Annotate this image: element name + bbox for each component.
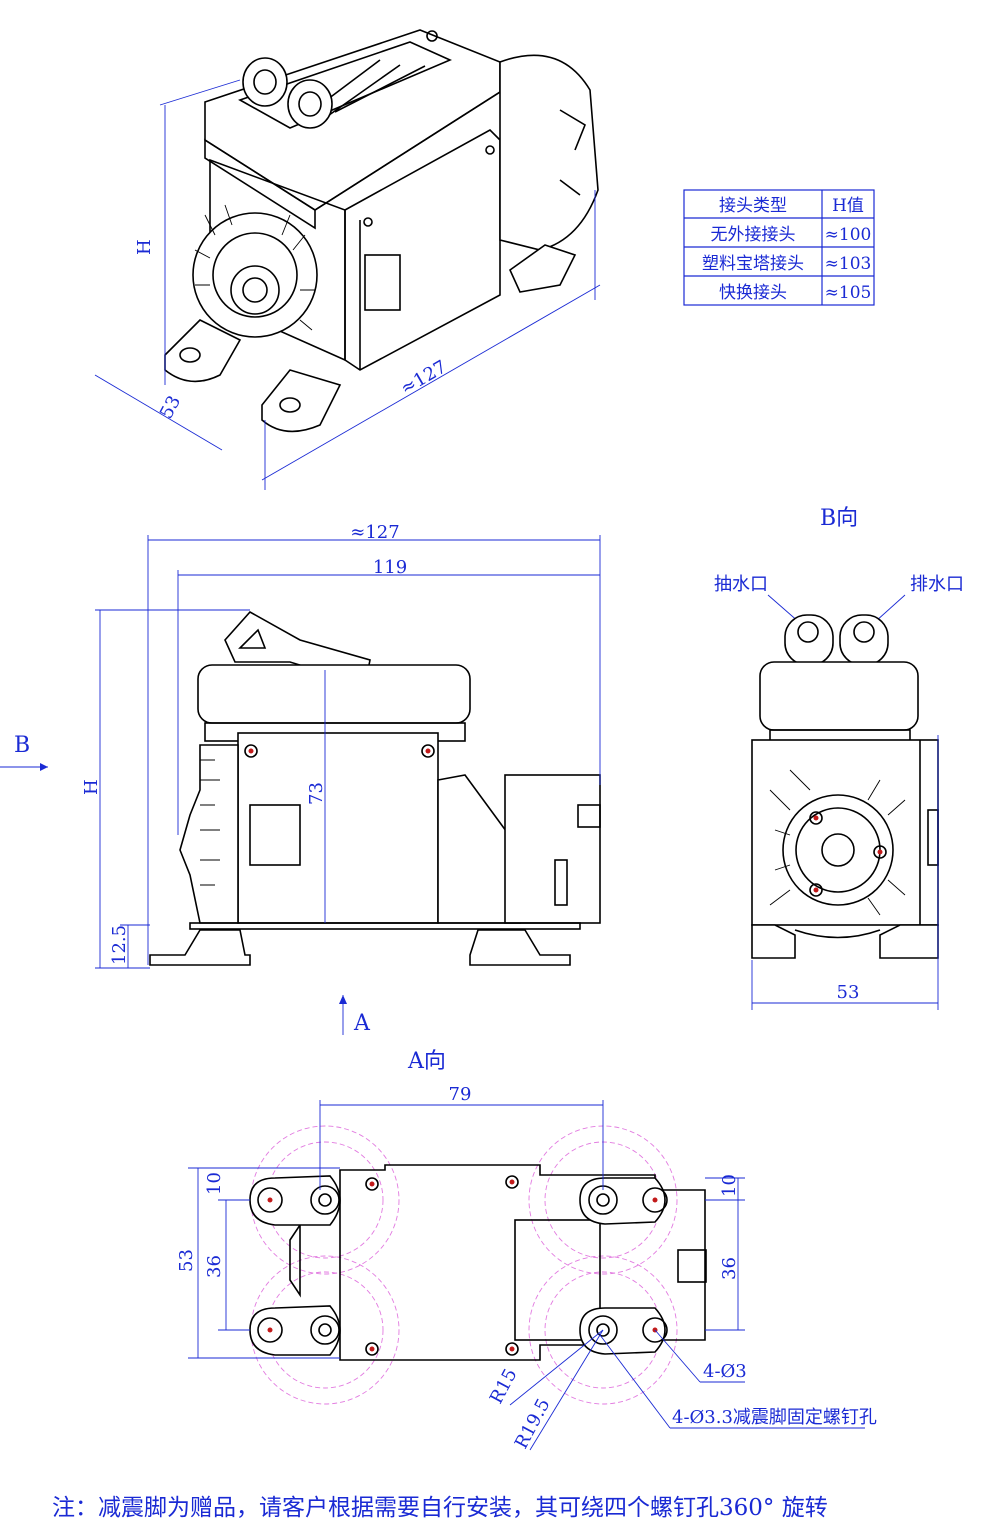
table-cell: ≈100 xyxy=(825,225,872,245)
table-cell: ≈105 xyxy=(825,283,872,303)
table-cell: 无外接接头 xyxy=(711,225,796,245)
b-view-width: 53 xyxy=(837,982,860,1003)
isometric-view: H 53 ≈127 xyxy=(94,29,601,490)
b-view-title: B向 xyxy=(820,506,858,531)
side-foot-height: 12.5 xyxy=(109,925,130,965)
connector-table: 接头类型 H值 无外接接头 ≈100 塑料宝塔接头 ≈103 快换接头 ≈105 xyxy=(683,189,875,306)
table-cell: 快换接头 xyxy=(719,283,787,303)
side-body-length: 119 xyxy=(373,557,407,578)
side-overall-length: ≈127 xyxy=(350,522,399,543)
a-view-left-pitch: 36 xyxy=(204,1255,225,1278)
iso-height-label: H xyxy=(134,239,155,255)
suction-port-label: 抽水口 xyxy=(714,574,768,595)
side-height-label: H xyxy=(81,779,102,795)
table-header-h: H值 xyxy=(832,196,864,216)
a-view-hole-label: 4-Ø3 xyxy=(703,1361,747,1382)
a-view-overall-width: 53 xyxy=(176,1249,197,1272)
footer-note: 注：减震脚为赠品，请客户根据需要自行安装，其可绕四个螺钉孔360° 旋转 xyxy=(52,1495,828,1521)
a-view-foot-hole-label: 4-Ø3.3减震脚固定螺钉孔 xyxy=(672,1407,877,1428)
table-cell: ≈103 xyxy=(825,254,872,274)
side-view: ≈127 119 H 73 12.5 B A xyxy=(0,522,601,1036)
table-cell: 塑料宝塔接头 xyxy=(702,254,804,274)
discharge-port-label: 排水口 xyxy=(910,574,964,595)
a-view: A向 xyxy=(176,1049,877,1452)
a-view-title: A向 xyxy=(407,1049,446,1074)
a-view-left-offset: 10 xyxy=(204,1172,225,1195)
arrow-a-label: A xyxy=(353,1011,371,1036)
b-view: B向 抽水口 排水口 53 xyxy=(714,506,964,1010)
arrow-b-label: B xyxy=(14,733,30,758)
a-view-right-offset: 10 xyxy=(719,1174,740,1197)
iso-depth-label: 53 xyxy=(156,392,185,422)
a-view-r-outer: R19.5 xyxy=(511,1395,555,1452)
a-view-span: 79 xyxy=(449,1084,472,1105)
side-inner-height: 73 xyxy=(306,782,327,805)
iso-length-label: ≈127 xyxy=(397,356,450,399)
table-header-type: 接头类型 xyxy=(719,196,787,216)
a-view-r-inner: R15 xyxy=(486,1365,522,1407)
a-view-right-pitch: 36 xyxy=(719,1257,740,1280)
